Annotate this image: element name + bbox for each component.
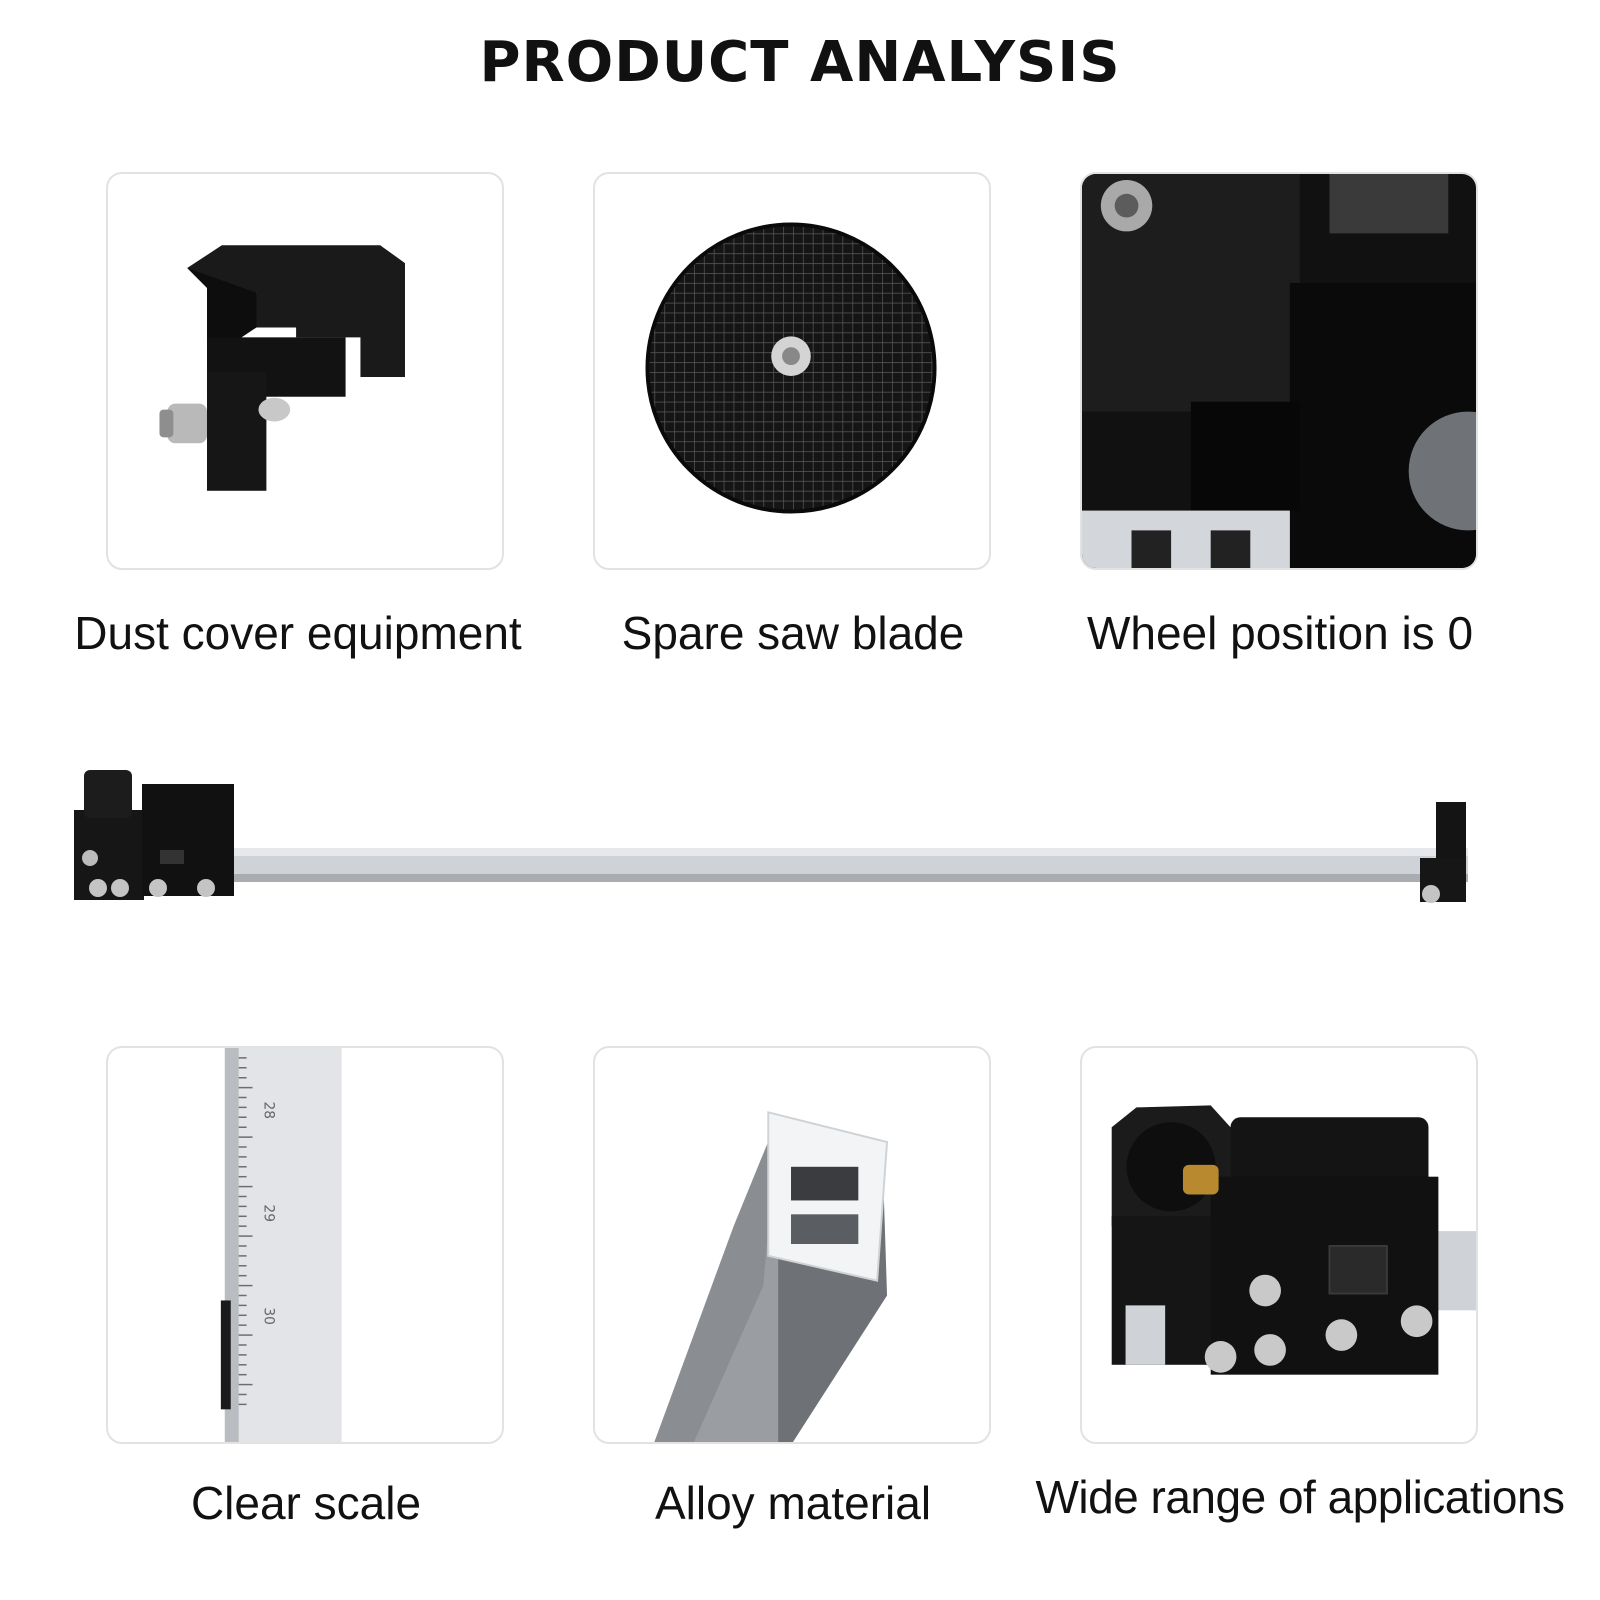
cutter-head-photo bbox=[1111, 1105, 1476, 1375]
feature-caption: Wide range of applications bbox=[1035, 1471, 1565, 1523]
dust-cover-photo bbox=[159, 245, 405, 491]
alloy-profile-photo bbox=[654, 1111, 889, 1442]
feature-card-dust-cover bbox=[106, 172, 504, 570]
feature-caption: Wheel position is 0 bbox=[1086, 607, 1474, 659]
feature-card-clear-scale: 28 29 30 bbox=[106, 1046, 504, 1444]
feature-caption: Alloy material bbox=[654, 1477, 932, 1529]
feature-caption: Dust cover equipment bbox=[74, 607, 522, 659]
scale-mark-28: 28 bbox=[260, 1101, 276, 1119]
scale-mark-29: 29 bbox=[260, 1204, 276, 1222]
feature-card-applications bbox=[1080, 1046, 1478, 1444]
saw-blade-photo bbox=[645, 222, 937, 514]
page-title: PRODUCT ANALYSIS bbox=[479, 30, 1121, 95]
guide-rail-illustration bbox=[74, 770, 1468, 903]
wheel-position-photo bbox=[1082, 174, 1476, 568]
feature-caption: Spare saw blade bbox=[621, 607, 965, 659]
feature-card-alloy-material bbox=[593, 1046, 991, 1444]
scale-ruler-photo: 28 29 30 bbox=[220, 1048, 342, 1442]
feature-caption: Clear scale bbox=[190, 1477, 422, 1529]
full-guide-rail-photo bbox=[68, 770, 1528, 930]
scale-mark-30: 30 bbox=[260, 1307, 276, 1325]
feature-card-wheel-position bbox=[1080, 172, 1478, 570]
feature-card-saw-blade bbox=[593, 172, 991, 570]
